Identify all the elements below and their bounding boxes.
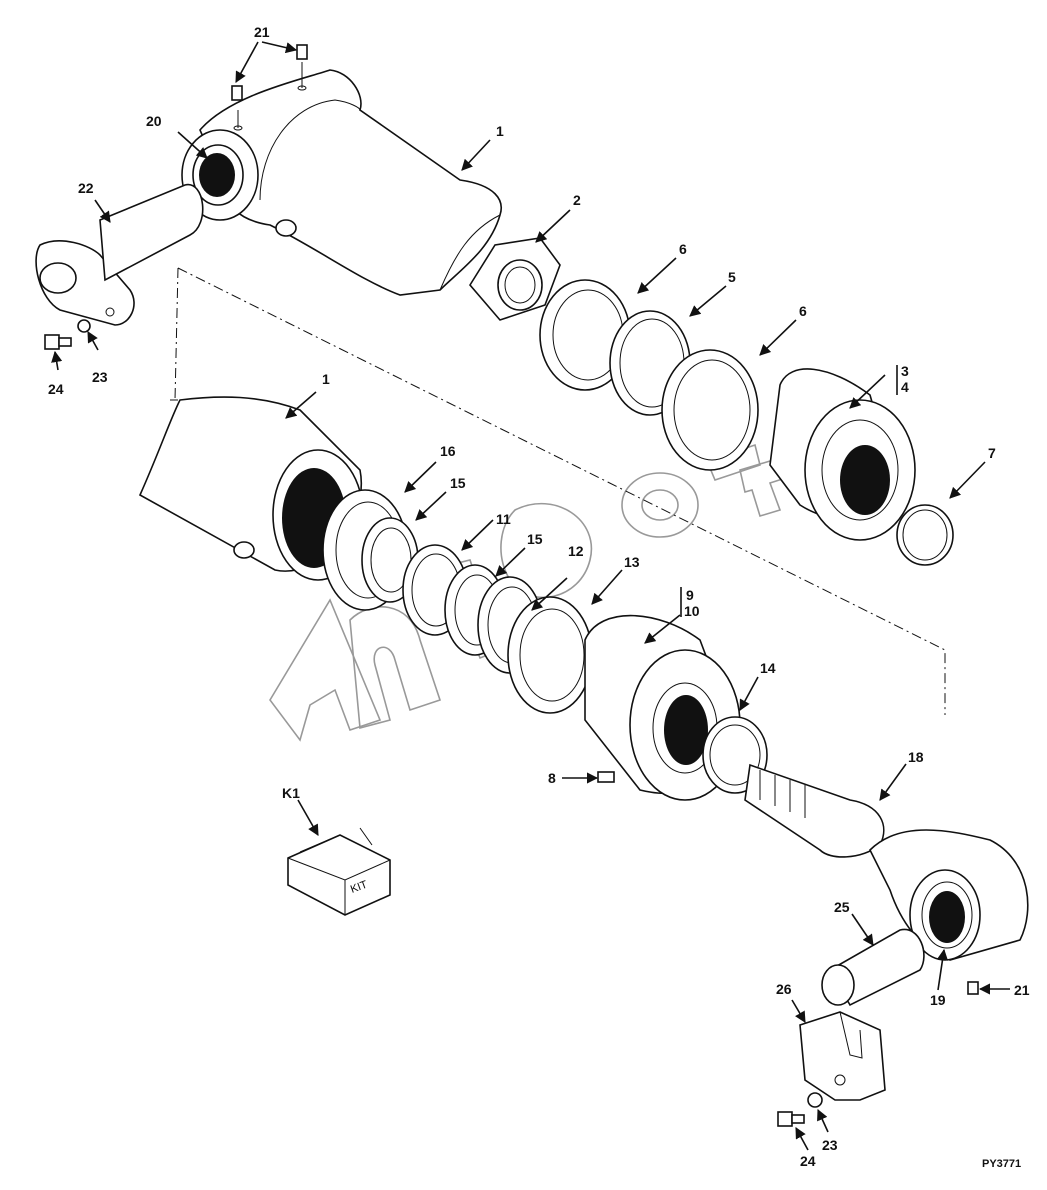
callout-10: 10 <box>684 603 700 619</box>
callout-15-left: 15 <box>450 475 466 491</box>
callout-16: 16 <box>440 443 456 459</box>
callout-21-upper: 21 <box>254 24 270 40</box>
bolt-24-upper <box>44 319 91 350</box>
callout-1-upper: 1 <box>496 123 504 139</box>
callout-3: 3 <box>901 363 909 379</box>
bolt-24-lower <box>777 1092 823 1127</box>
kit-box-label: KIT <box>349 879 369 896</box>
setscrew-8 <box>597 771 615 783</box>
callout-22: 22 <box>78 180 94 196</box>
kit-box-k1 <box>287 827 391 916</box>
drawing-id: PY3771 <box>982 1158 1021 1170</box>
callout-8: 8 <box>548 770 556 786</box>
callout-k1: K1 <box>282 785 300 801</box>
callout-20: 20 <box>146 113 162 129</box>
leader-lines <box>51 41 1010 1151</box>
callout-23-upper: 23 <box>92 369 108 385</box>
callout-15-right: 15 <box>527 531 543 547</box>
callout-19: 19 <box>930 992 946 1008</box>
ring-6-lower <box>661 349 759 471</box>
assembly-centerline <box>170 267 946 715</box>
piston-3-4 <box>769 368 916 541</box>
cylinder-barrel-upper <box>181 44 502 296</box>
callout-labels: 1 1 2 3 4 5 6 6 7 8 9 10 11 12 13 14 15 … <box>48 24 1030 1170</box>
callout-14: 14 <box>760 660 776 676</box>
callout-5: 5 <box>728 269 736 285</box>
callout-11: 11 <box>496 511 511 527</box>
rod-18 <box>744 763 885 858</box>
callout-6-lower: 6 <box>799 303 807 319</box>
callout-12: 12 <box>568 543 584 559</box>
callout-6-upper: 6 <box>679 241 687 257</box>
callout-4: 4 <box>901 379 909 395</box>
pin-22 <box>35 184 204 326</box>
callout-21-lower: 21 <box>1014 982 1030 998</box>
oring-7 <box>896 504 954 566</box>
pin-25 <box>821 928 925 1007</box>
nut-2 <box>469 237 561 321</box>
callout-2: 2 <box>573 192 581 208</box>
callout-24-upper: 24 <box>48 381 64 397</box>
rod-eye-19 <box>869 829 1029 995</box>
callout-23-lower: 23 <box>822 1137 838 1153</box>
plate-26 <box>799 1011 886 1101</box>
callout-7: 7 <box>988 445 996 461</box>
callout-25: 25 <box>834 899 850 915</box>
callout-1-lower: 1 <box>322 371 330 387</box>
callout-24-lower: 24 <box>800 1153 816 1169</box>
callout-13: 13 <box>624 554 640 570</box>
callout-26: 26 <box>776 981 792 997</box>
seal-13 <box>507 596 593 714</box>
callout-9: 9 <box>686 587 694 603</box>
callout-18: 18 <box>908 749 924 765</box>
